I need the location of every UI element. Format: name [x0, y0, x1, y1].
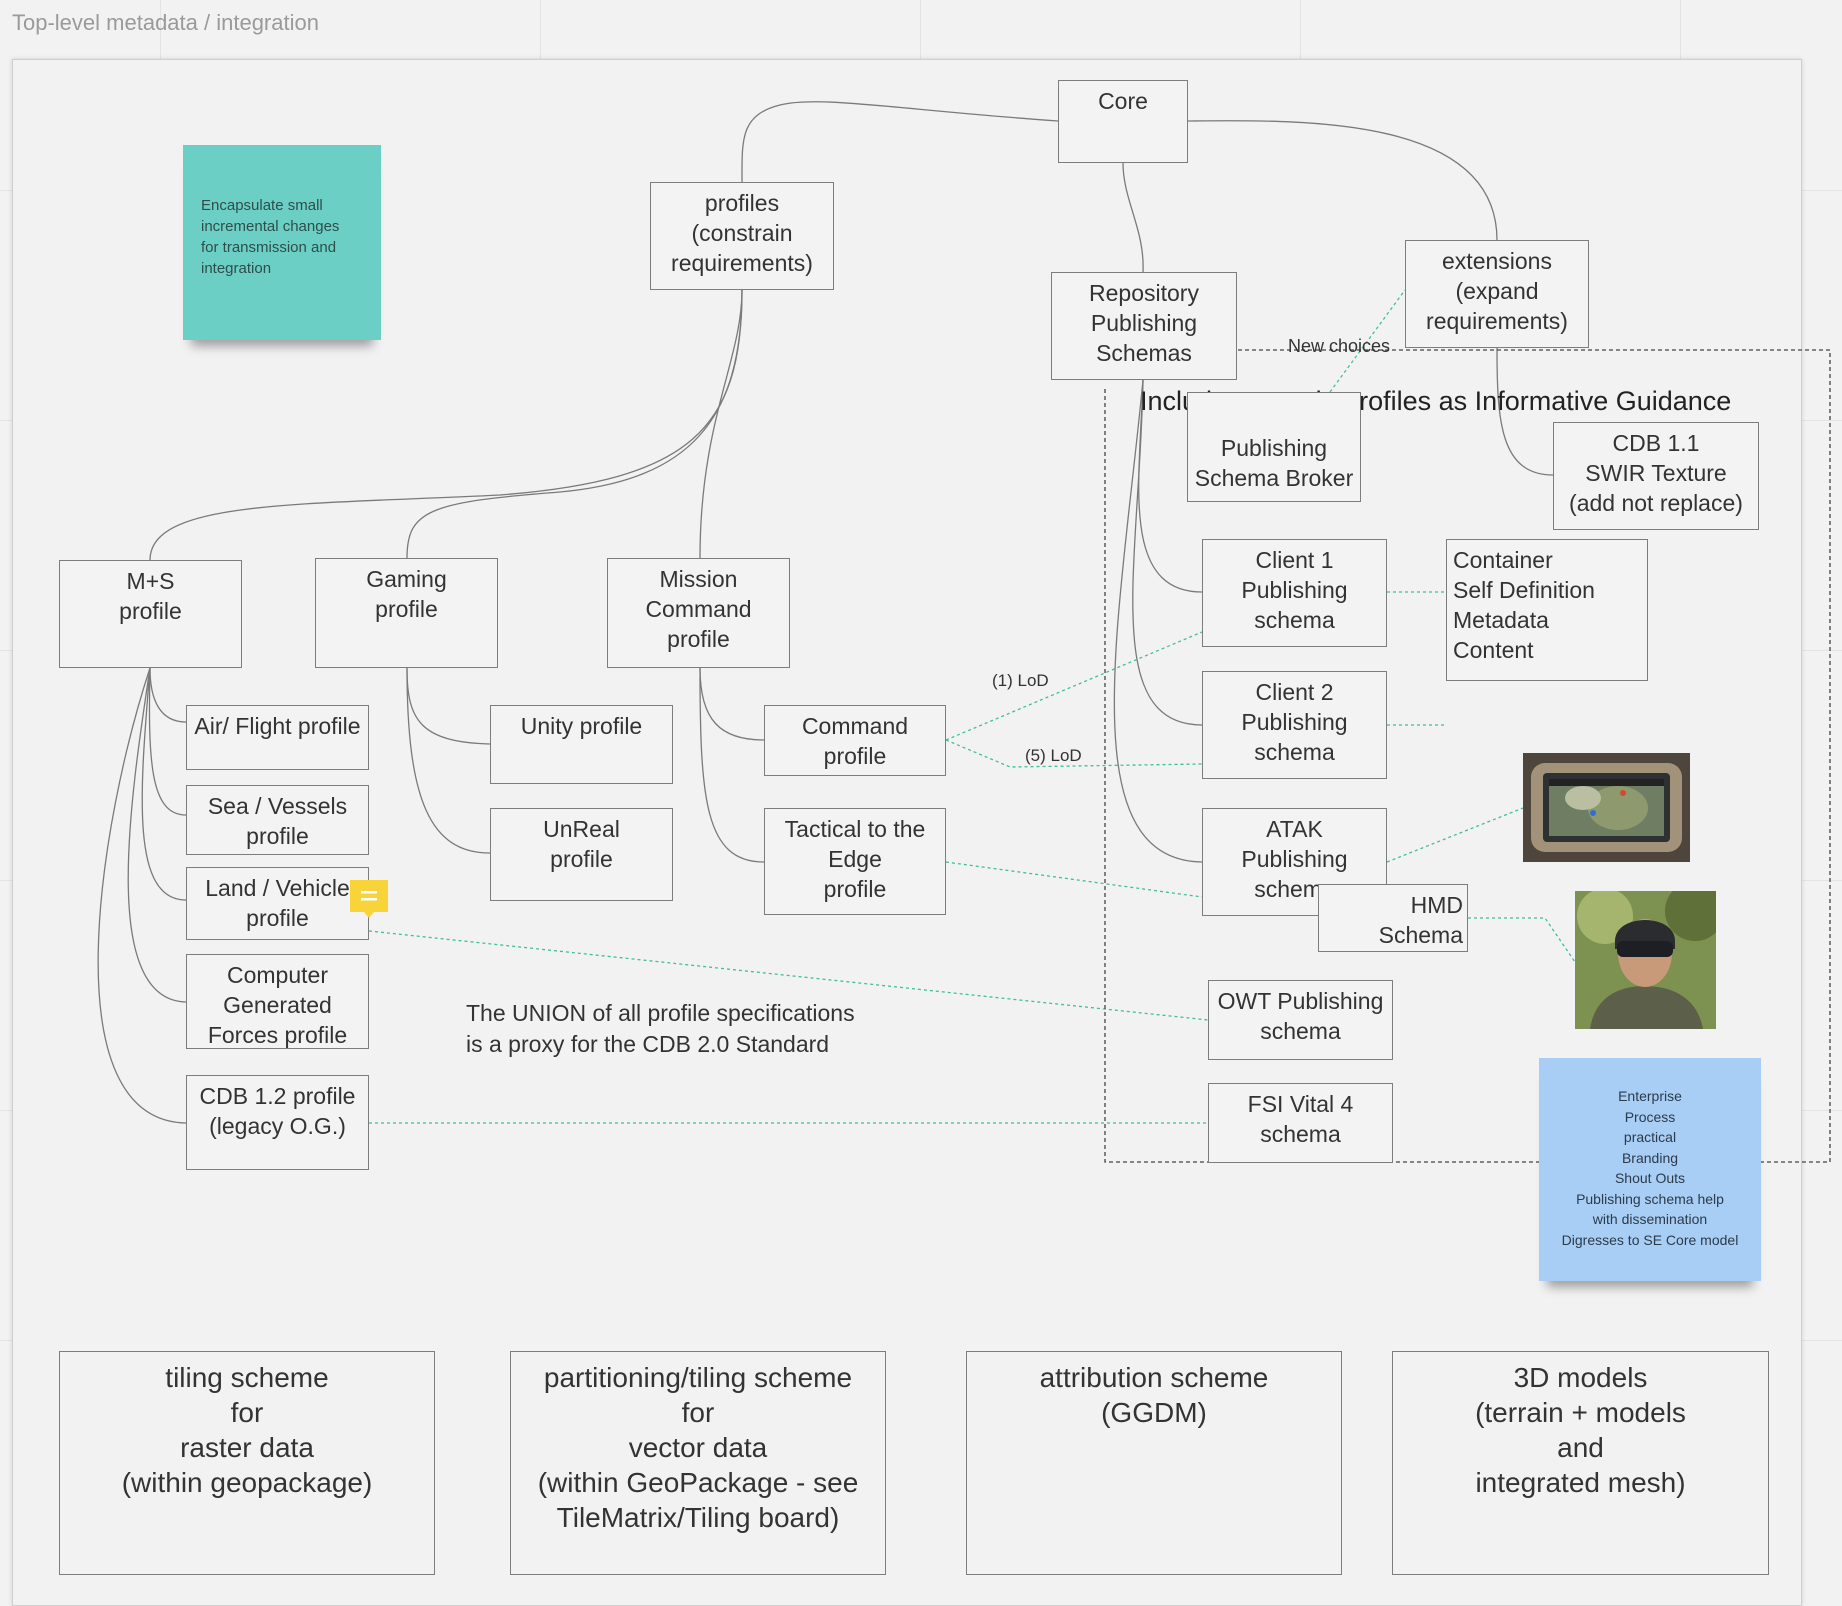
node-ms-profile[interactable]: M+S profile	[59, 560, 242, 668]
sticky-note-text: Encapsulate small incremental changes fo…	[201, 197, 340, 277]
connector-core-extensions	[1187, 120, 1498, 241]
node-tactical-edge-profile[interactable]: Tactical to the Edge profile	[764, 808, 946, 915]
connector-ms-sea	[148, 667, 187, 816]
node-hmd-schema[interactable]: HMD Schema	[1318, 884, 1468, 952]
connector-ms-cgf	[127, 667, 187, 1003]
connector-ms-cdb12	[97, 667, 187, 1124]
node-sea-vessels-profile[interactable]: Sea / Vessels profile	[186, 785, 369, 855]
box-label: tiling scheme for raster data (within ge…	[121, 1362, 373, 1498]
connector-repo-atak	[1113, 379, 1203, 863]
box-3d-models[interactable]: 3D models (terrain + models and integrat…	[1392, 1351, 1769, 1575]
node-label: ATAK Publishing schema	[1241, 816, 1348, 902]
node-label: Computer Generated Forces profile	[207, 962, 348, 1048]
node-owt[interactable]: OWT Publishing schema	[1208, 980, 1393, 1060]
node-label: Client 1 Publishing schema	[1241, 547, 1348, 633]
node-atak[interactable]: ATAK Publishing schema	[1202, 808, 1387, 916]
sticky-note-blue[interactable]: Enterprise Process practical Branding Sh…	[1539, 1058, 1761, 1281]
node-label: Air/ Flight profile	[194, 713, 361, 739]
connector-profiles-mission	[699, 289, 743, 559]
connector-repo-client2	[1132, 379, 1203, 726]
node-label: CDB 1.2 profile (legacy O.G.)	[199, 1083, 356, 1139]
connector-extensions-cdb11	[1496, 347, 1554, 476]
node-label: Unity profile	[520, 713, 643, 739]
informative-region	[1104, 349, 1831, 1163]
connector-core-profiles	[741, 101, 1059, 183]
node-extensions[interactable]: extensions (expand requirements)	[1405, 240, 1589, 348]
node-cdb11-swir[interactable]: CDB 1.1 SWIR Texture (add not replace)	[1553, 422, 1759, 530]
hmd-soldier-image[interactable]	[1575, 891, 1716, 1029]
label-union-statement[interactable]: The UNION of all profile specifications …	[466, 1000, 855, 1057]
node-label: Mission Command profile	[645, 566, 752, 652]
label-lod-1[interactable]: (1) LoD	[992, 671, 1049, 690]
box-attribution-scheme[interactable]: attribution scheme (GGDM)	[966, 1351, 1342, 1575]
connector-ms-air	[149, 667, 187, 723]
box-label: attribution scheme (GGDM)	[1039, 1362, 1269, 1428]
node-command-profile[interactable]: Command profile	[764, 705, 946, 776]
node-cgf-profile[interactable]: Computer Generated Forces profile	[186, 954, 369, 1049]
connector-gaming-unreal	[406, 667, 491, 854]
comment-icon[interactable]	[350, 880, 388, 918]
connector-hmd-photo	[1468, 917, 1576, 963]
node-land-vehicle-profile[interactable]: Land / Vehicle profile	[186, 867, 369, 940]
label-new-choices[interactable]: New choices	[1288, 336, 1391, 356]
node-profiles[interactable]: profiles (constrain requirements)	[650, 182, 834, 290]
connector-mission-command	[699, 667, 765, 741]
connector-tactical-atak	[945, 861, 1203, 898]
atak-tablet-image[interactable]	[1523, 753, 1690, 862]
node-core[interactable]: Core	[1058, 80, 1188, 163]
node-fsi[interactable]: FSI Vital 4 schema	[1208, 1083, 1393, 1163]
node-label: HMD Schema	[1378, 892, 1463, 948]
node-publishing-schema-broker[interactable]: Publishing Schema Broker	[1187, 392, 1361, 502]
node-label: FSI Vital 4 schema	[1247, 1091, 1354, 1147]
node-cdb12-profile[interactable]: CDB 1.2 profile (legacy O.G.)	[186, 1075, 369, 1170]
node-mission-command-profile[interactable]: Mission Command profile	[607, 558, 790, 668]
tablet-graphic	[1523, 753, 1690, 862]
node-label: UnReal profile	[543, 816, 620, 872]
node-gaming-profile[interactable]: Gaming profile	[315, 558, 498, 668]
node-air-flight-profile[interactable]: Air/ Flight profile	[186, 705, 369, 770]
node-label: Repository Publishing Schemas	[1089, 280, 1199, 366]
connector-ms-land	[141, 667, 187, 901]
connector-gaming-unity	[406, 667, 491, 745]
box-vector-partitioning-scheme[interactable]: partitioning/tiling scheme for vector da…	[510, 1351, 886, 1575]
node-label: Sea / Vessels profile	[207, 793, 348, 849]
node-container[interactable]: Container Self Definition Metadata Conte…	[1446, 539, 1648, 681]
connector-command-client1	[945, 631, 1203, 741]
node-label: Land / Vehicle profile	[205, 875, 350, 931]
label-lod-5[interactable]: (5) LoD	[1025, 746, 1082, 765]
node-label: OWT Publishing schema	[1217, 988, 1384, 1044]
node-label: Container Self Definition Metadata Conte…	[1453, 547, 1595, 663]
soldier-graphic	[1575, 891, 1716, 1029]
node-label: M+S profile	[119, 568, 182, 624]
node-label: CDB 1.1 SWIR Texture (add not replace)	[1569, 430, 1743, 516]
node-label: Tactical to the Edge profile	[784, 816, 926, 902]
box-raster-tiling-scheme[interactable]: tiling scheme for raster data (within ge…	[59, 1351, 435, 1575]
connector-core-repository	[1122, 162, 1144, 273]
sticky-note-teal[interactable]: Encapsulate small incremental changes fo…	[183, 145, 381, 340]
node-label: extensions (expand requirements)	[1426, 248, 1568, 334]
connector-mission-tactical	[699, 667, 765, 863]
node-unity-profile[interactable]: Unity profile	[490, 705, 673, 784]
connector-atak-tablet	[1386, 807, 1524, 863]
node-label: Command profile	[801, 713, 909, 769]
node-unreal-profile[interactable]: UnReal profile	[490, 808, 673, 901]
connector-profiles-gaming	[406, 289, 743, 559]
node-label: Publishing Schema Broker	[1194, 435, 1354, 491]
node-label: Core	[1098, 88, 1148, 114]
frame-title[interactable]: Top-level metadata / integration	[12, 10, 319, 35]
node-client1[interactable]: Client 1 Publishing schema	[1202, 539, 1387, 647]
box-label: partitioning/tiling scheme for vector da…	[537, 1362, 859, 1533]
sticky-note-text: Enterprise Process practical Branding Sh…	[1561, 1088, 1739, 1248]
node-client2[interactable]: Client 2 Publishing schema	[1202, 671, 1387, 779]
node-repository[interactable]: Repository Publishing Schemas	[1051, 272, 1237, 380]
node-label: Client 2 Publishing schema	[1241, 679, 1348, 765]
node-label: Gaming profile	[366, 566, 447, 622]
comment-glyph	[350, 880, 388, 918]
node-label: profiles (constrain requirements)	[671, 190, 813, 276]
connector-land-owt	[368, 930, 1209, 1021]
box-label: 3D models (terrain + models and integrat…	[1475, 1362, 1686, 1498]
